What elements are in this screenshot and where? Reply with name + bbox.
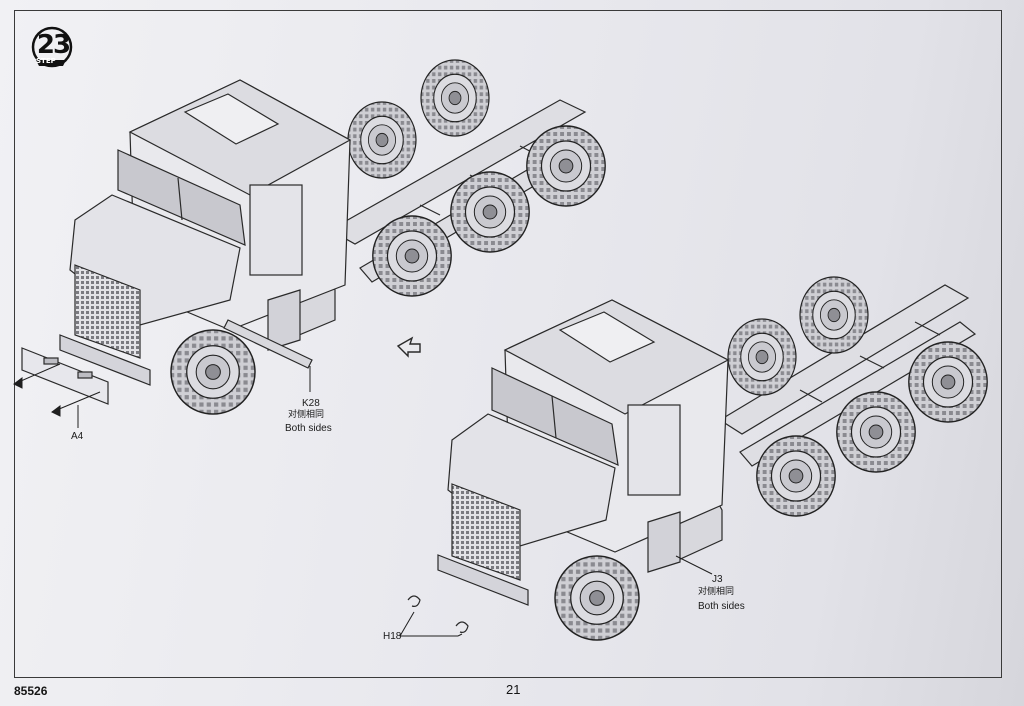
callout-j3-note-en: Both sides	[698, 601, 745, 612]
direction-arrow-icon	[396, 336, 421, 358]
step-number: 23	[36, 30, 71, 60]
callout-h18-part: H18	[383, 631, 402, 642]
callout-k28-part: K28	[302, 398, 320, 409]
truck-1-drawing	[21, 59, 606, 415]
truck-1-leader-lines	[13, 363, 311, 428]
truck-2-leader-lines	[399, 555, 713, 637]
step-word: STEP	[36, 57, 56, 65]
step-badge: 23 STEP	[30, 26, 76, 70]
page-frame	[14, 10, 1002, 678]
callout-k28-note-cn: 对侧相同	[288, 410, 325, 420]
callout-a4-part: A4	[71, 431, 84, 442]
step-circle-icon	[31, 26, 73, 68]
catalog-number: 85526	[14, 684, 48, 698]
page-number: 21	[506, 682, 521, 697]
callout-j3-part: J3	[712, 574, 723, 585]
callout-j3-note-cn: 对侧相同	[698, 587, 735, 597]
truck-2-drawing	[407, 276, 988, 641]
callout-k28-note-en: Both sides	[285, 423, 332, 434]
